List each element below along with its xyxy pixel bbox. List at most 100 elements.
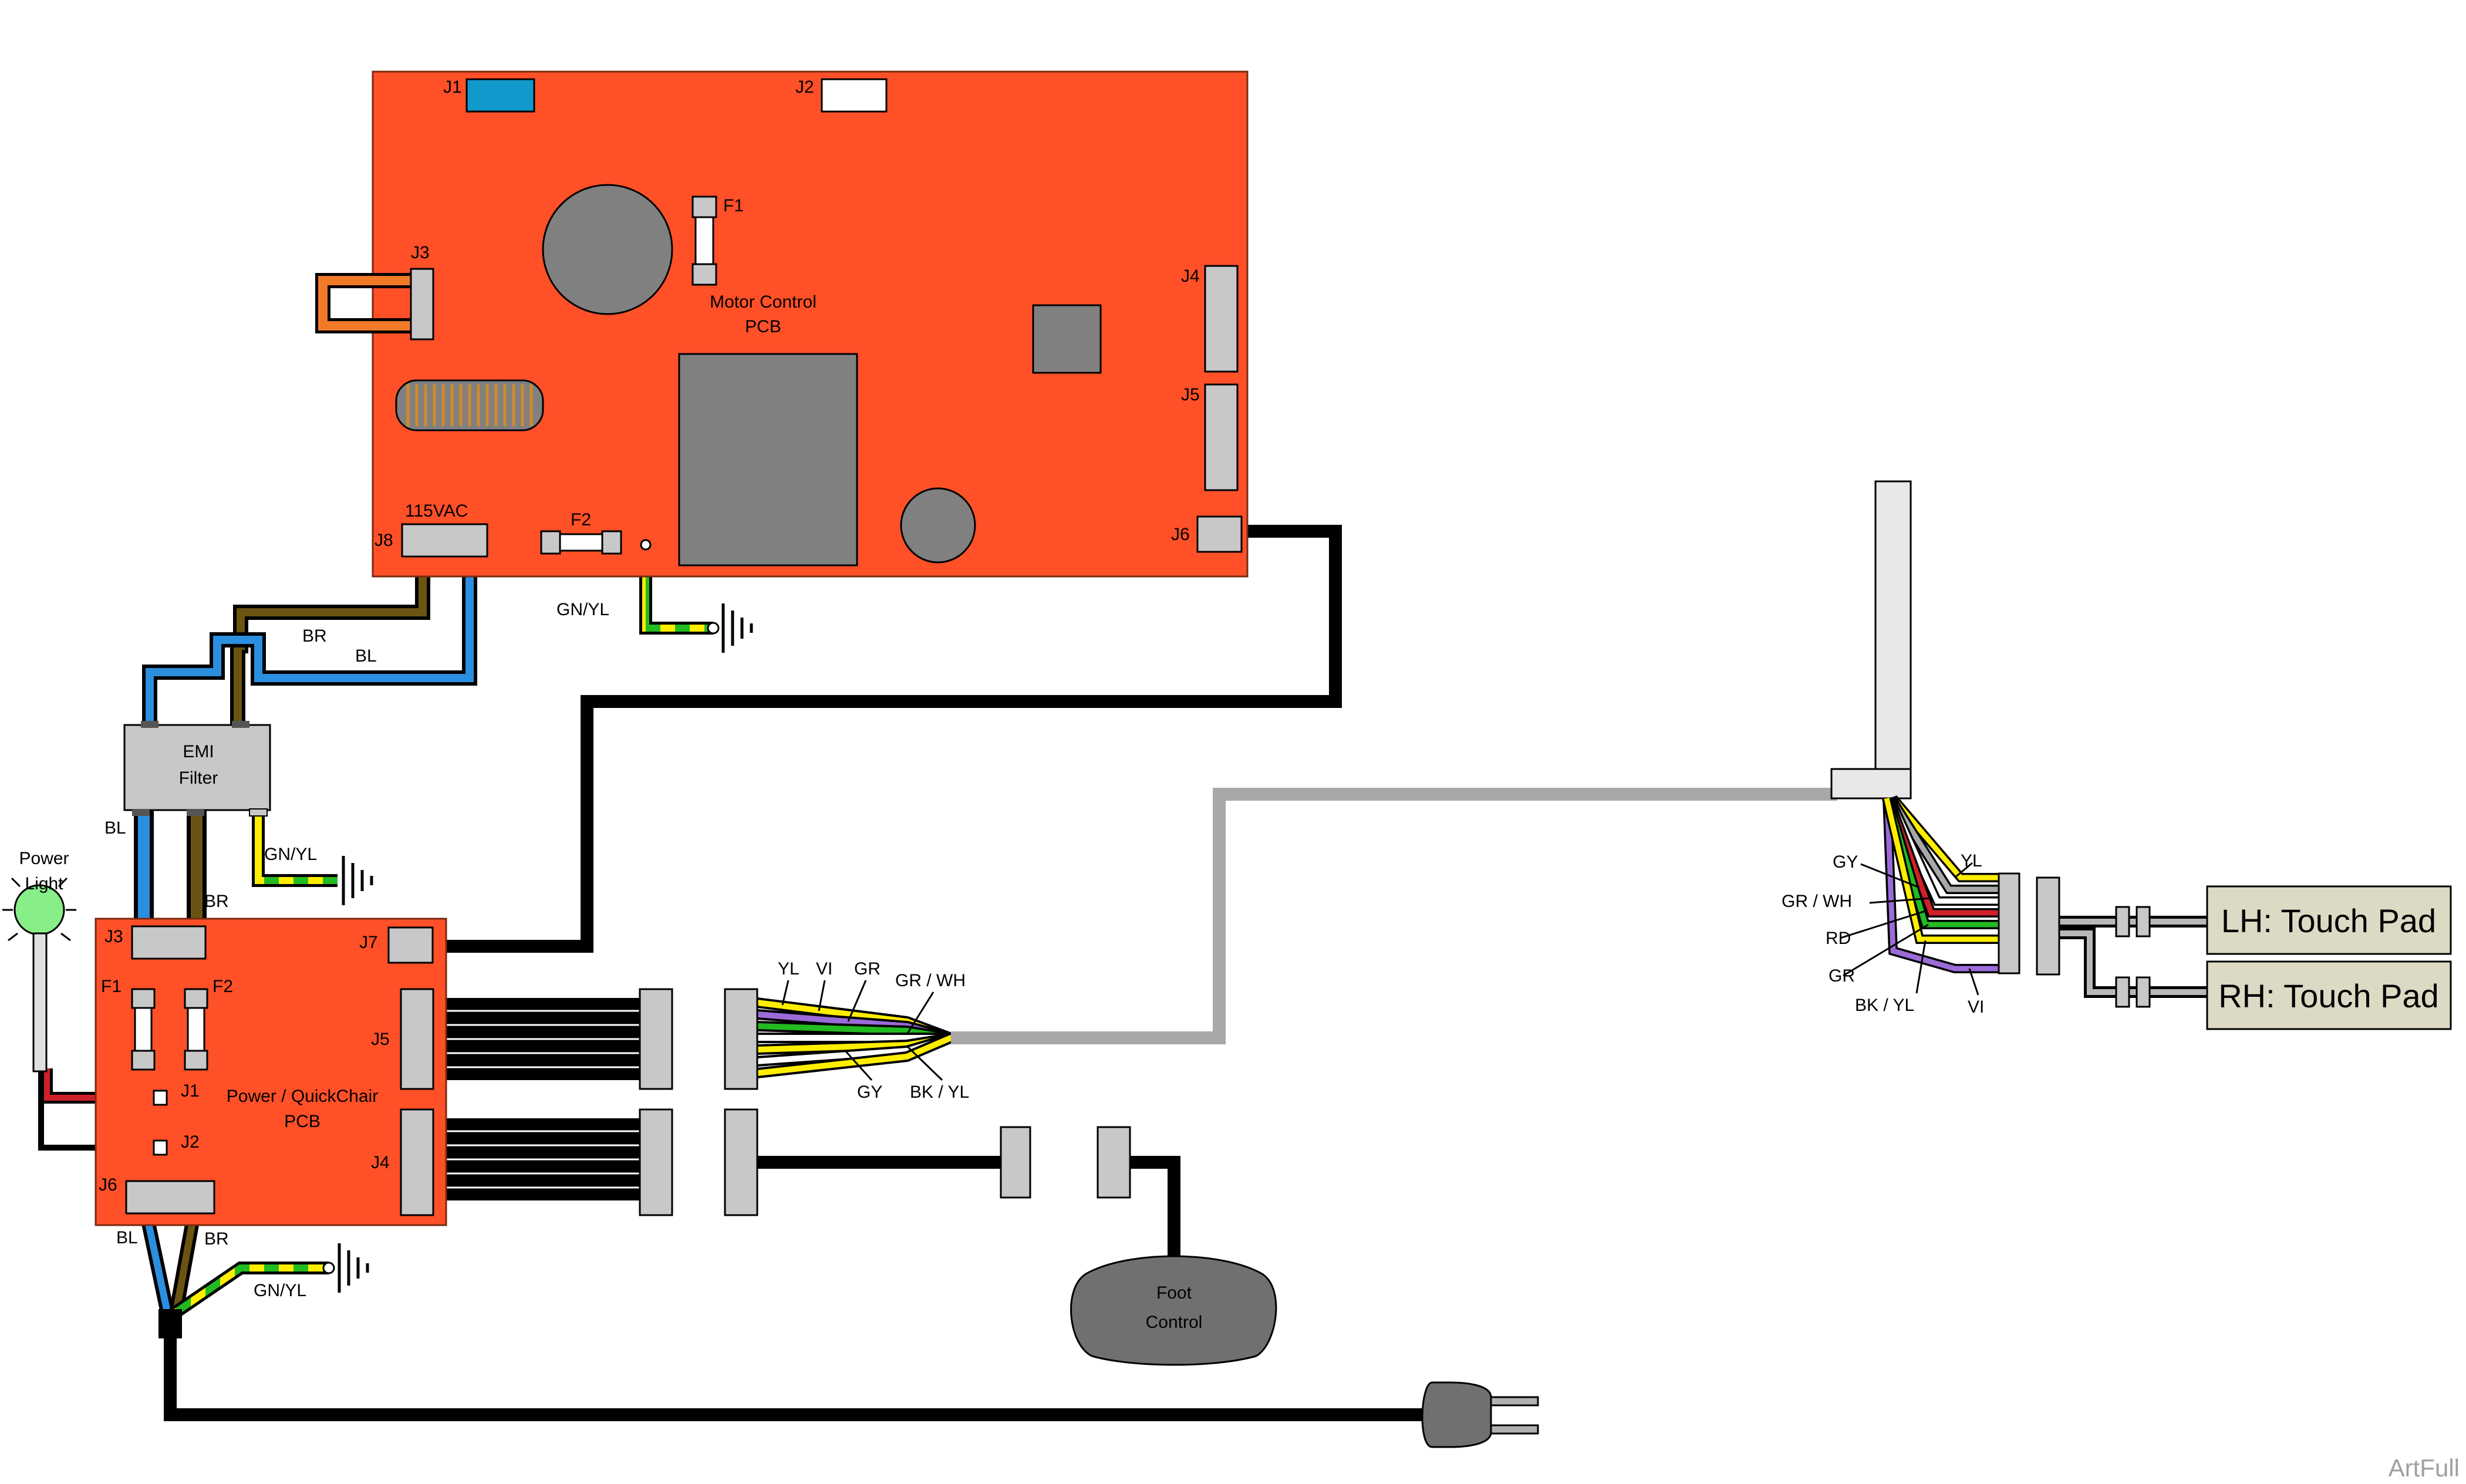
power-light-label-1: Power bbox=[19, 849, 69, 868]
emi-gnyl-label: GN/YL bbox=[264, 845, 317, 864]
power-j3-label: J3 bbox=[104, 927, 123, 946]
lh-inline-connector bbox=[2115, 906, 2151, 937]
rh-inline-connector bbox=[2115, 976, 2151, 1008]
motor-gnyl-label: GN/YL bbox=[556, 600, 609, 619]
ground-icon bbox=[343, 856, 372, 905]
pad-bkyl-label: BK / YL bbox=[1855, 996, 1914, 1015]
cord-bl-label: BL bbox=[116, 1228, 138, 1247]
pad-vi-label: VI bbox=[1968, 997, 1984, 1017]
pad-yl-label: YL bbox=[1961, 851, 1982, 871]
power-cord bbox=[164, 1312, 1432, 1421]
power-j2-label: J2 bbox=[181, 1132, 200, 1152]
motor-j2-connector bbox=[821, 78, 888, 113]
emi-bl-label: BL bbox=[104, 818, 126, 838]
j5-cable-connector bbox=[639, 988, 673, 1090]
harness-bkyl-label: BK / YL bbox=[910, 1082, 969, 1102]
motor-j5-label: J5 bbox=[1181, 385, 1200, 404]
touch-pad-fan bbox=[1882, 795, 2002, 973]
motor-j1-connector bbox=[465, 78, 535, 113]
motor-j6-connector bbox=[1196, 515, 1243, 553]
harness-gr-label: GR bbox=[854, 959, 881, 979]
vertical-cable bbox=[1874, 480, 1912, 800]
power-j6-connector bbox=[125, 1180, 215, 1215]
power-j3-connector bbox=[131, 925, 207, 960]
ground-icon bbox=[339, 1243, 367, 1293]
foot-control-label-1: Foot bbox=[1156, 1283, 1192, 1303]
motor-j1-label: J1 bbox=[443, 77, 462, 97]
harness-yl-label: YL bbox=[778, 959, 799, 979]
cord-br-label: BR bbox=[204, 1229, 229, 1249]
power-pcb-name-2: PCB bbox=[284, 1112, 321, 1131]
pad-gr-label: GR bbox=[1829, 966, 1855, 986]
foot-connector-b bbox=[1097, 1126, 1131, 1199]
power-j6-label: J6 bbox=[99, 1175, 117, 1195]
rh-touch-pad: RH: Touch Pad bbox=[2206, 960, 2452, 1030]
motor-pcb-name-2: PCB bbox=[745, 317, 781, 336]
gray-cable bbox=[951, 788, 1837, 1044]
power-f1-label: F1 bbox=[101, 977, 122, 996]
motor-voltage-label: 115VAC bbox=[405, 501, 468, 521]
power-light-label-2: Light bbox=[25, 874, 63, 893]
harness-vi-label: VI bbox=[816, 959, 832, 979]
wire-gnyl-emi bbox=[255, 810, 338, 884]
emi-br-label: BR bbox=[204, 892, 229, 911]
motor-j8-label: J8 bbox=[375, 531, 393, 550]
black-cable-j6-j7 bbox=[433, 525, 1342, 953]
power-quickchair-pcb: J3 J7 F1 F2 J5 J4 J1 J2 Power / QuickCha… bbox=[95, 918, 447, 1226]
ribbon-cable-j4 bbox=[434, 1118, 640, 1200]
cord-gnyl bbox=[174, 1264, 329, 1315]
chip-icon bbox=[1032, 304, 1102, 374]
mains-br-label: BR bbox=[302, 626, 327, 646]
foot-connector-a bbox=[1000, 1126, 1031, 1199]
fuse-icon bbox=[540, 530, 622, 555]
motor-j5-connector bbox=[1204, 383, 1239, 491]
fuse-icon bbox=[184, 988, 208, 1071]
pad-grwh-label: GR / WH bbox=[1782, 892, 1852, 911]
power-light-icon bbox=[2, 877, 76, 1072]
coil-icon bbox=[395, 379, 544, 431]
transformer-block bbox=[678, 353, 858, 566]
ground-icon bbox=[723, 603, 751, 653]
fuse-icon bbox=[691, 195, 717, 286]
foot-cable-2 bbox=[1130, 1156, 1180, 1280]
motor-j3-label: J3 bbox=[411, 243, 430, 262]
foot-control-icon bbox=[1070, 1255, 1277, 1366]
emi-filter-label-2: Filter bbox=[179, 768, 218, 788]
power-f2-label: F2 bbox=[212, 977, 233, 996]
power-j5-label: J5 bbox=[371, 1030, 390, 1049]
j4-mating-connector bbox=[724, 1108, 758, 1216]
foot-control-label-2: Control bbox=[1146, 1313, 1203, 1332]
harness-gy-label: GY bbox=[857, 1082, 882, 1102]
cord-gnyl-label: GN/YL bbox=[254, 1281, 306, 1300]
touch-pad-connector-a bbox=[1998, 872, 2020, 974]
motor-pcb-name-1: Motor Control bbox=[710, 292, 817, 312]
motor-j8-connector bbox=[401, 523, 488, 558]
cord-br bbox=[173, 1214, 197, 1313]
watermark: ArtFull bbox=[2389, 1454, 2460, 1482]
emi-filter-label-1: EMI bbox=[183, 742, 214, 761]
power-j1-connector bbox=[153, 1090, 168, 1106]
motor-j4-label: J4 bbox=[1181, 267, 1200, 286]
power-j7-label: J7 bbox=[359, 933, 378, 952]
pad-gy-label: GY bbox=[1833, 852, 1858, 872]
lh-touch-pad-label: LH: Touch Pad bbox=[2221, 902, 2436, 939]
motor-f2-label: F2 bbox=[571, 510, 591, 529]
rh-touch-pad-label: RH: Touch Pad bbox=[2218, 977, 2439, 1014]
motor-j6-label: J6 bbox=[1171, 525, 1190, 544]
motor-f1-label: F1 bbox=[723, 196, 744, 215]
motor-j4-connector bbox=[1204, 265, 1239, 373]
capacitor-icon bbox=[542, 184, 673, 315]
harness-grwh-label: GR / WH bbox=[895, 971, 966, 990]
fuse-icon bbox=[131, 988, 156, 1071]
cord-bl bbox=[143, 1214, 171, 1313]
small-capacitor-icon bbox=[900, 487, 976, 564]
motor-j2-label: J2 bbox=[795, 77, 814, 97]
power-j4-connector bbox=[400, 1108, 434, 1216]
j4-cable-connector bbox=[639, 1108, 673, 1216]
pad-rd-label: RD bbox=[1826, 929, 1851, 948]
power-j7-connector bbox=[387, 926, 434, 964]
j5-mating-connector bbox=[724, 988, 758, 1090]
emi-filter: EMI Filter bbox=[123, 721, 271, 817]
cable-junction bbox=[1830, 768, 1912, 800]
